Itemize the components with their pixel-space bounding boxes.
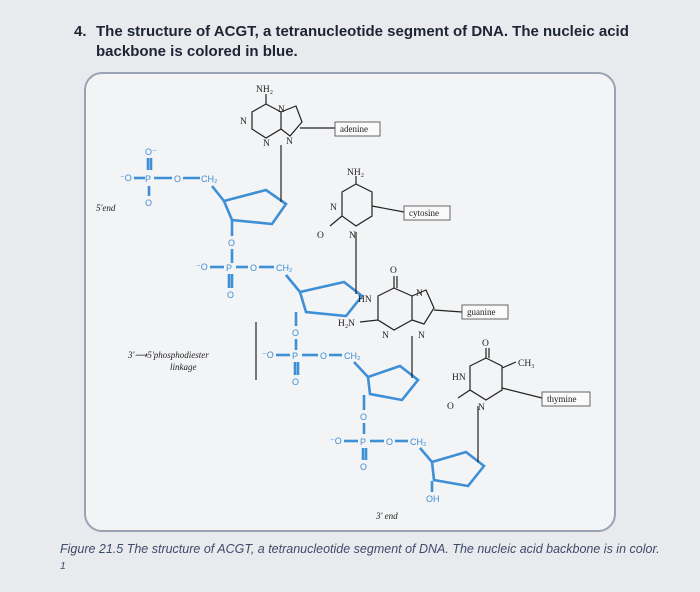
cytosine-nh2: NH₂ [347,168,364,178]
svg-text:N: N [330,203,337,213]
adenine-label: adenine [340,124,368,134]
sugar-ring-4 [430,450,486,488]
svg-text:O: O [360,412,367,422]
svg-text:O: O [447,402,454,412]
phosphate-group-4: ⁻O P O O [330,436,408,472]
guanine-h2n: H₂N [338,319,355,329]
svg-text:O: O [320,351,327,361]
svg-text:N: N [278,105,285,115]
thymine-hn: HN [452,373,466,383]
thymine-tag [541,391,591,407]
sugar-ring-2 [298,280,364,318]
svg-text:P: P [292,351,298,361]
phosphate-1-o-minus: ⁻O [120,173,132,183]
phosphate-1-bottom-o: O [145,198,152,208]
svg-text:O: O [386,437,393,447]
svg-text:N: N [478,403,485,413]
three-prime-end-label: 3' end [375,511,398,521]
svg-text:P: P [360,437,366,447]
phosphate-group-3: ⁻O P O O [262,350,342,387]
svg-text:O: O [292,328,299,338]
svg-text:O: O [250,263,257,273]
three-prime-oh: OH [426,494,440,504]
svg-text:P: P [226,263,232,273]
phosphate-1-o: O [174,174,181,184]
cytosine-base: NH₂ N N O cytosine [317,168,451,241]
ch2-2: CH₂ [276,263,293,273]
ch2-3: CH₂ [344,351,361,361]
phosphate-group-1: ⁻O P O O⁻ O [120,147,200,208]
o-link-1: O [228,238,235,248]
ch2-1: CH₂ [201,174,218,184]
svg-text:O: O [360,462,367,472]
adenine-nh2: NH₂ [256,85,273,95]
sugar-ring-1 [222,188,288,226]
svg-text:O: O [390,266,397,276]
caption-text: Figure 21.5 The structure of ACGT, a tet… [60,542,660,556]
guanine-base: O HN H₂N N N N guanine [338,266,509,341]
svg-text:O: O [482,339,489,349]
adenine-tag [334,121,381,137]
sugar-ring-3 [366,364,420,402]
five-prime-end-label: 5'end [96,203,116,213]
thymine-label: thymine [547,394,577,404]
svg-text:N: N [382,331,389,341]
svg-text:⁻O: ⁻O [196,262,208,272]
phosphate-group-2: ⁻O P O O [196,262,274,300]
svg-text:⁻O: ⁻O [330,436,342,446]
caption-footnote: 1 [60,561,66,572]
guanine-hn: HN [358,295,372,305]
thymine-base: O HN CH₃ O N thymine [447,339,591,413]
guanine-label: guanine [467,307,496,317]
ch2-4: CH₂ [410,437,427,447]
svg-text:N: N [416,289,423,299]
question-text: The structure of ACGT, a tetranucleotide… [96,23,629,60]
guanine-tag [461,304,509,320]
svg-text:N: N [263,139,270,149]
svg-text:O: O [292,377,299,387]
figure-caption: Figure 21.5 The structure of ACGT, a tet… [60,541,660,579]
phosphate-1-p: P [145,174,151,184]
thymine-ch3: CH₃ [518,359,535,369]
svg-text:O: O [317,231,324,241]
diagram-panel [84,72,616,532]
svg-text:N: N [349,231,356,241]
svg-text:O: O [227,290,234,300]
cytosine-tag [403,205,451,221]
svg-text:N: N [418,331,425,341]
adenine-base: NH₂ N N N N adenine [240,85,381,149]
phosphate-1-top-o: O⁻ [145,147,157,157]
svg-text:N: N [286,137,293,147]
linkage-label-2: linkage [170,362,197,372]
svg-text:⁻O: ⁻O [262,350,274,360]
question-number: 4. [74,23,87,40]
linkage-label-1: 3'⟶5'phosphodiester [127,350,209,360]
svg-text:N: N [240,117,247,127]
cytosine-label: cytosine [409,208,439,218]
